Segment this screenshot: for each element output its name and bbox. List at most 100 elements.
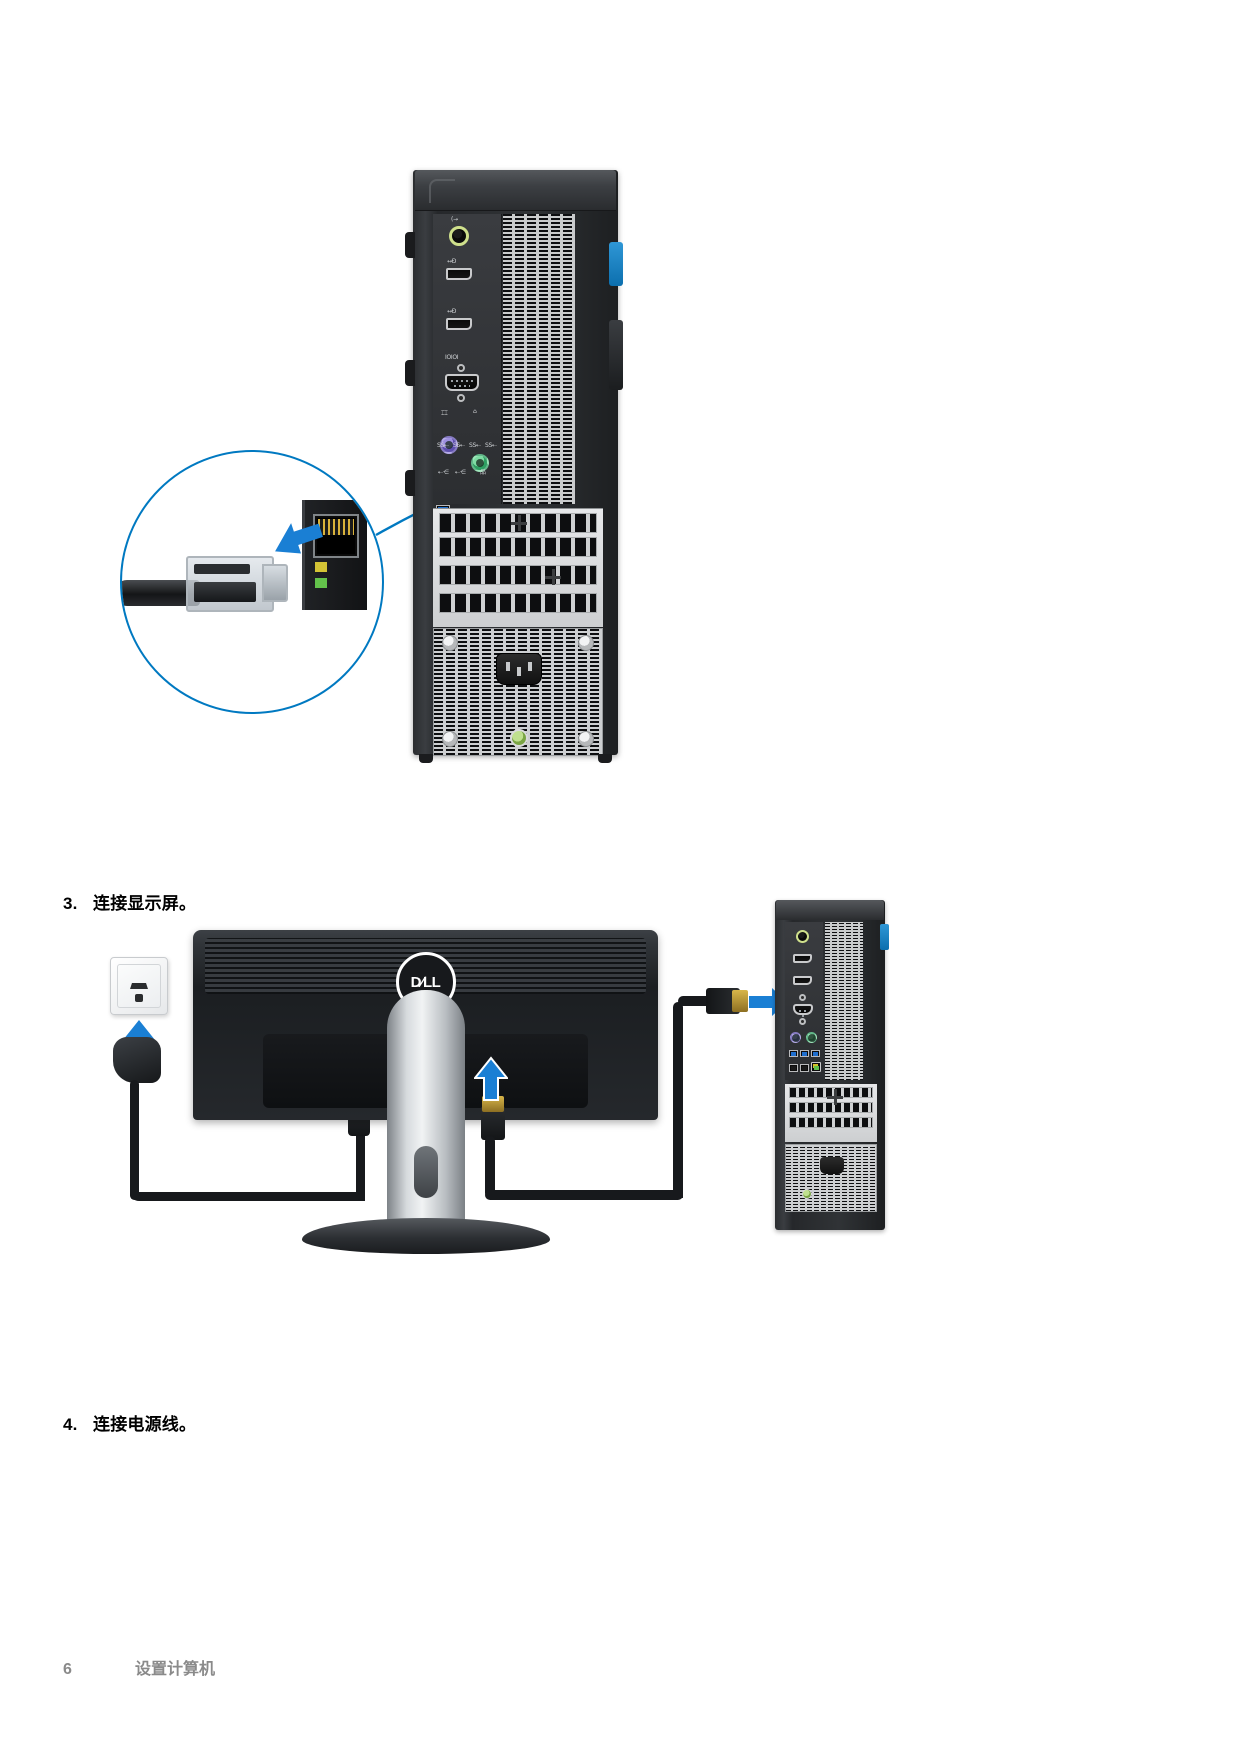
wall-power-outlet (110, 957, 168, 1015)
step-3-text: 连接显示屏。 (93, 894, 197, 913)
dell-monitor-rear: D∕LL (193, 930, 658, 1254)
line-out-icon: (→ (451, 216, 458, 223)
footer-section-title: 设置计算机 (135, 1661, 216, 1678)
expansion-slot (789, 1102, 873, 1113)
io-panel (785, 922, 823, 1080)
chassis-handle (609, 320, 623, 390)
line-out-port (796, 930, 809, 943)
link-activity-led-amber (315, 562, 327, 572)
ac-power-plug (113, 1037, 161, 1083)
chassis-side-tab (405, 360, 415, 386)
psu-thumbscrew (442, 731, 458, 747)
expansion-slot-area (433, 508, 603, 627)
mouse-icon: ⌂ (473, 408, 477, 415)
rj45-plug-body (186, 556, 274, 612)
monitor-stand-base (301, 1218, 550, 1254)
network-cable-figure: (→ ↔Ð ↔Ð IOIOI ⌶⌶ ⌂ SS⇠ SS⇠ SS⇠ SS⇠ (0, 130, 1240, 770)
usb3-icon: SS⇠ (453, 442, 465, 449)
slot-plus-marker (827, 1089, 843, 1105)
ps2-mouse-port (471, 454, 489, 472)
ps2-mouse-port (806, 1032, 817, 1043)
monitor-stand-neck (386, 990, 465, 1232)
tower-top-lid (415, 170, 616, 211)
displayport-icon: ↔Ð (447, 308, 457, 315)
page-number: 6 (63, 1661, 72, 1678)
network-port-closeup (302, 500, 367, 610)
video-cable-riser (673, 1002, 683, 1198)
power-cable-to-monitor (356, 1130, 365, 1200)
blue-release-latch (609, 242, 623, 286)
power-cable-horizontal (130, 1192, 365, 1201)
expansion-slot (439, 537, 597, 557)
psu-diagnostic-led (510, 729, 528, 747)
usb20-port-2 (800, 1064, 809, 1072)
ps2-keyboard-port (440, 436, 458, 454)
network-port (811, 1062, 821, 1072)
serial-port-icon: IOIOI (445, 354, 459, 361)
serial-port (793, 1004, 813, 1017)
expansion-slot (439, 593, 597, 613)
desktop-tower-rear-small (775, 900, 889, 1230)
step-4-text: 连接电源线。 (93, 1415, 197, 1434)
usb20-port-1 (789, 1064, 798, 1072)
step-4-number: 4. (63, 1415, 78, 1434)
serial-screw (799, 1018, 806, 1025)
usb3-icon: SS⇠ (485, 442, 497, 449)
usb2-icon: ⇠⋲ (455, 469, 466, 476)
displayport-1 (446, 268, 472, 280)
video-cable-bottom (485, 1190, 683, 1200)
ps2-keyboard-port (790, 1032, 801, 1043)
rj45-jack-opening (313, 514, 359, 558)
psu-thumbscrew (442, 635, 458, 651)
usb30-port-2 (800, 1050, 809, 1057)
power-connector (820, 1157, 844, 1174)
monitor-connection-figure: D∕LL (0, 900, 1240, 1380)
computer-video-connector-tip (732, 990, 748, 1012)
psu-diagnostic-led (802, 1189, 812, 1199)
step-4: 4. 连接电源线。 (63, 1410, 196, 1435)
usb30-port-1 (789, 1050, 798, 1057)
page-footer: 6 设置计算机 (63, 1655, 215, 1679)
serial-screw (799, 994, 806, 1001)
chassis-side-tab (405, 470, 415, 496)
displayport-2 (446, 318, 472, 330)
video-cable-top (678, 996, 720, 1006)
displayport-icon: ↔Ð (447, 258, 457, 265)
psu-thumbscrew (578, 731, 594, 747)
usb2-icon: ⇠⋲ (438, 469, 449, 476)
displayport-2 (793, 976, 812, 985)
outlet-faceplate (117, 964, 161, 1008)
magnifier-detail-circle (120, 450, 384, 714)
slot-plus-marker (545, 569, 561, 585)
expansion-slot (439, 565, 597, 585)
io-panel: (→ ↔Ð ↔Ð IOIOI ⌶⌶ ⌂ SS⇠ SS⇠ SS⇠ SS⇠ (433, 214, 502, 605)
cable-management-hole (413, 1146, 438, 1198)
expansion-slot-area (785, 1084, 877, 1142)
power-supply-unit (785, 1144, 877, 1212)
monitor-video-insert-arrow (474, 1056, 508, 1101)
usb30-port-3 (811, 1050, 820, 1057)
chassis-vent-grille (503, 214, 575, 504)
serial-port (445, 374, 479, 391)
outlet-slot-ground (135, 994, 143, 1002)
usb3-icon: SS⇠ (469, 442, 481, 449)
step-3-number: 3. (63, 894, 78, 913)
rj45-latch-clip (262, 564, 288, 602)
desktop-tower-rear: (→ ↔Ð ↔Ð IOIOI ⌶⌶ ⌂ SS⇠ SS⇠ SS⇠ SS⇠ (405, 170, 623, 763)
psu-thumbscrew (578, 635, 594, 651)
serial-screw (457, 394, 465, 402)
link-speed-led-green (315, 578, 327, 588)
step-3: 3. 连接显示屏。 (63, 889, 196, 914)
power-supply-unit (433, 628, 603, 756)
line-out-port (449, 226, 469, 246)
network-port-icon: 品 (480, 469, 486, 476)
outlet-slot-right (137, 983, 148, 989)
blue-release-latch (880, 924, 889, 950)
video-cable-monitor-leg (485, 1136, 495, 1198)
tower-top-lid (776, 900, 884, 920)
insert-direction-arrow (275, 523, 323, 554)
usb3-icon: SS⇠ (437, 442, 449, 449)
power-cable-vertical (130, 1080, 139, 1200)
chassis-foot (598, 754, 612, 763)
